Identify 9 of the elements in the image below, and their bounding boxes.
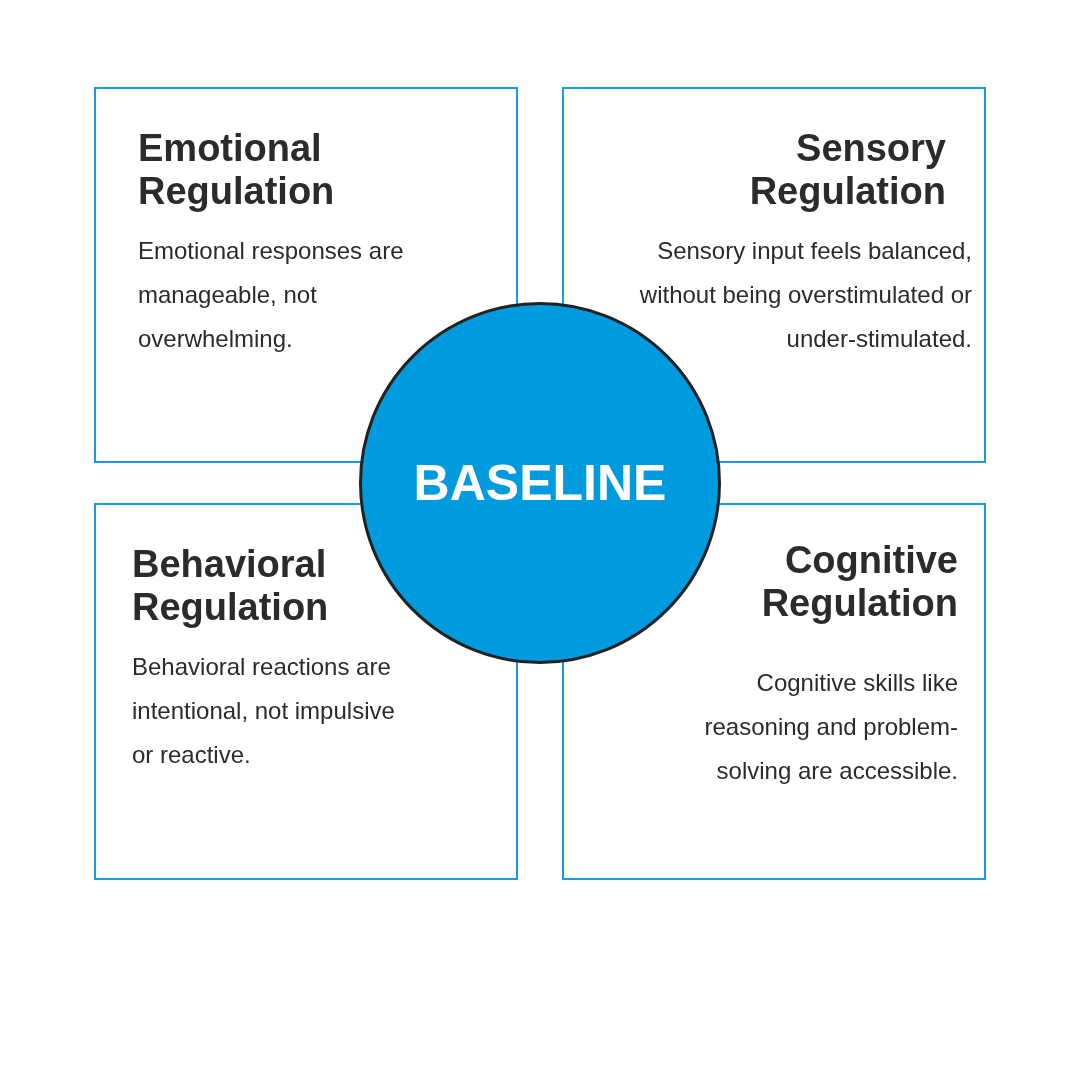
card-description: Cognitive skills like reasoning and problem-solving are accessible. bbox=[703, 668, 958, 786]
card-description: Behavioral reactions are intentional, not impulsive or reactive. bbox=[132, 652, 396, 770]
card-description: Emotional responses are manageable, not overwhelming. bbox=[138, 236, 405, 354]
card-heading: Cognitive Regulation bbox=[760, 539, 958, 625]
card-heading: Sensory Regulation bbox=[748, 127, 946, 213]
card-heading: Behavioral Regulation bbox=[132, 543, 330, 629]
card-heading: Emotional Regulation bbox=[138, 127, 336, 213]
card-description: Sensory input feels balanced, without being overstimulated or under-stimulated. bbox=[638, 236, 972, 354]
circle-label: BASELINE bbox=[413, 454, 667, 512]
